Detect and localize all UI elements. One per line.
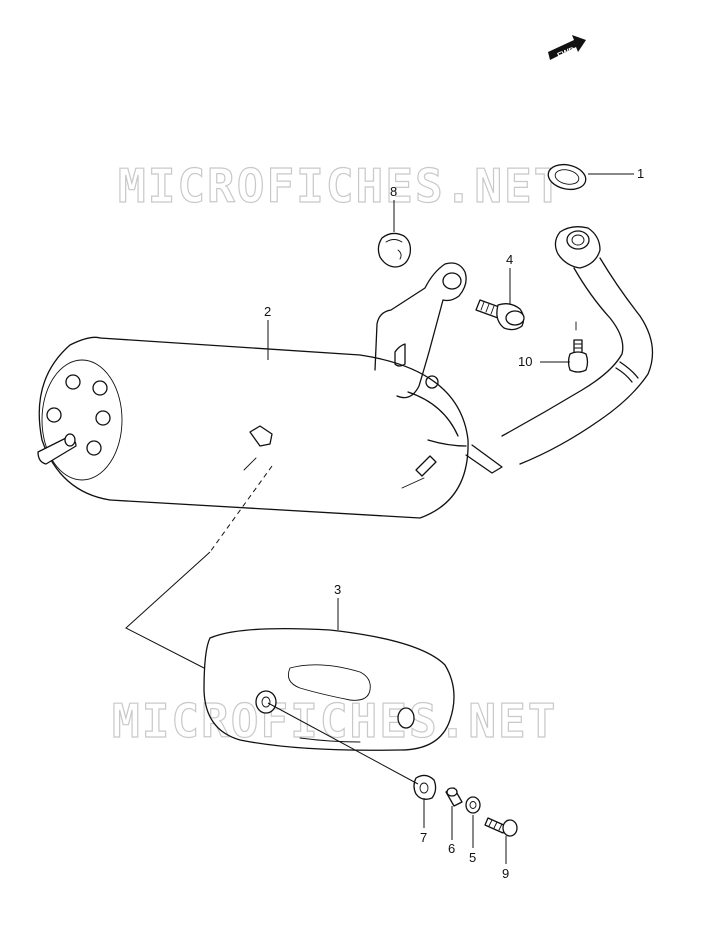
muffler-protector [203, 627, 455, 751]
cushion-part [377, 232, 412, 268]
bolt-part-10 [567, 321, 589, 373]
watermark-top: MICROFICHES.NET [118, 159, 563, 213]
callout-2: 2 [264, 304, 271, 319]
grommet-part [413, 774, 437, 800]
callout-5: 5 [469, 850, 476, 865]
forward-direction-badge: FWD [548, 35, 586, 60]
washer-part [465, 796, 481, 814]
assembly-leader [125, 465, 273, 669]
bolt-part-4 [475, 299, 525, 331]
watermark-bottom: MICROFICHES.NET [112, 694, 557, 748]
callout-10: 10 [518, 354, 532, 369]
collar-part [445, 787, 463, 807]
muffler-body [37, 336, 469, 519]
callout-leaders [267, 173, 634, 864]
callout-9: 9 [502, 866, 509, 881]
gasket-part [547, 163, 587, 191]
exhaust-pipe [465, 226, 654, 474]
mount-bracket [374, 262, 467, 399]
callout-7: 7 [420, 830, 427, 845]
callout-4: 4 [506, 252, 513, 267]
screw-part [484, 817, 518, 837]
callout-6: 6 [448, 841, 455, 856]
callout-3: 3 [334, 582, 341, 597]
callout-1: 1 [637, 166, 644, 181]
callout-8: 8 [390, 184, 397, 199]
grommet-install-line [267, 702, 419, 785]
